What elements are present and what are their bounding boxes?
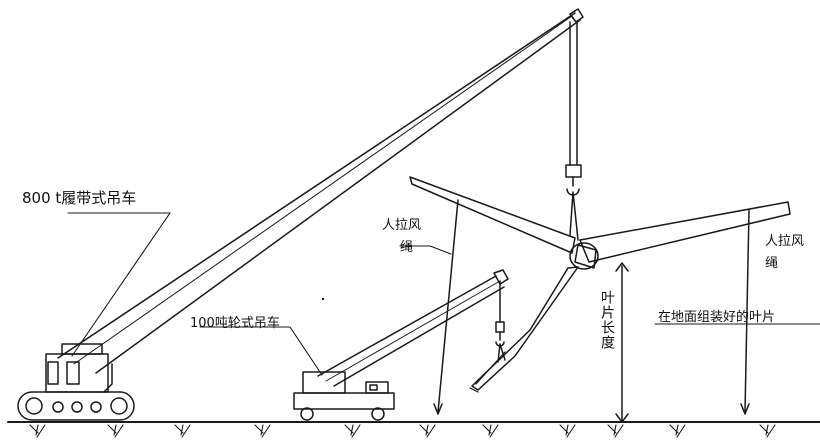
hook-block [565,164,582,178]
blade-length-label: 叶片长度 [599,290,615,350]
tagline-right-label-line2: 绳 [765,256,779,271]
blade-length-dimension [615,262,629,423]
tag-line-left [437,199,459,413]
tag-lines [433,199,750,415]
tagline-left-label-line1: 人拉风 [382,218,422,233]
rotor-blade [409,176,576,254]
hook-block [495,321,505,333]
wheel-crane-boom [317,275,497,377]
track-wheel [52,401,64,413]
crane-wheel [300,407,314,421]
rotor-blade [579,201,791,263]
tagline-left-leader [399,245,452,255]
rotor-assembly [409,176,791,393]
wheel-crane-leader [199,326,323,376]
tagline-left-label-line2: 绳 [400,240,414,255]
cab-window [47,361,59,385]
track-wheel [25,397,43,415]
wheel-crane-label: 100吨轮式吊车 [190,316,280,331]
tag-line-right [744,209,750,413]
crane-wheel [371,407,385,421]
leader-lines [67,212,820,376]
main-boom [57,12,576,359]
crawler-leader [67,212,171,357]
track-wheel [71,401,83,413]
crawler-track [17,391,135,421]
wheel-crane-boom [333,286,505,387]
track-wheel [110,397,128,415]
crane-cab [365,381,389,394]
ground [7,421,820,438]
wheel-crane [293,269,509,421]
rotor-hub [569,242,599,270]
cab-window [66,361,80,385]
crawler-crane [17,8,584,421]
assembled-blade-label: 在地面组装好的叶片 [658,310,776,325]
crawler-cab [45,353,109,393]
crane-chassis [293,392,395,410]
track-wheel [90,401,102,413]
tagline-right-label-line1: 人拉风 [765,234,805,249]
boom-tip [569,8,584,23]
crawler-crane-label: 800 t履带式吊车 [22,189,137,207]
main-boom [95,19,581,374]
